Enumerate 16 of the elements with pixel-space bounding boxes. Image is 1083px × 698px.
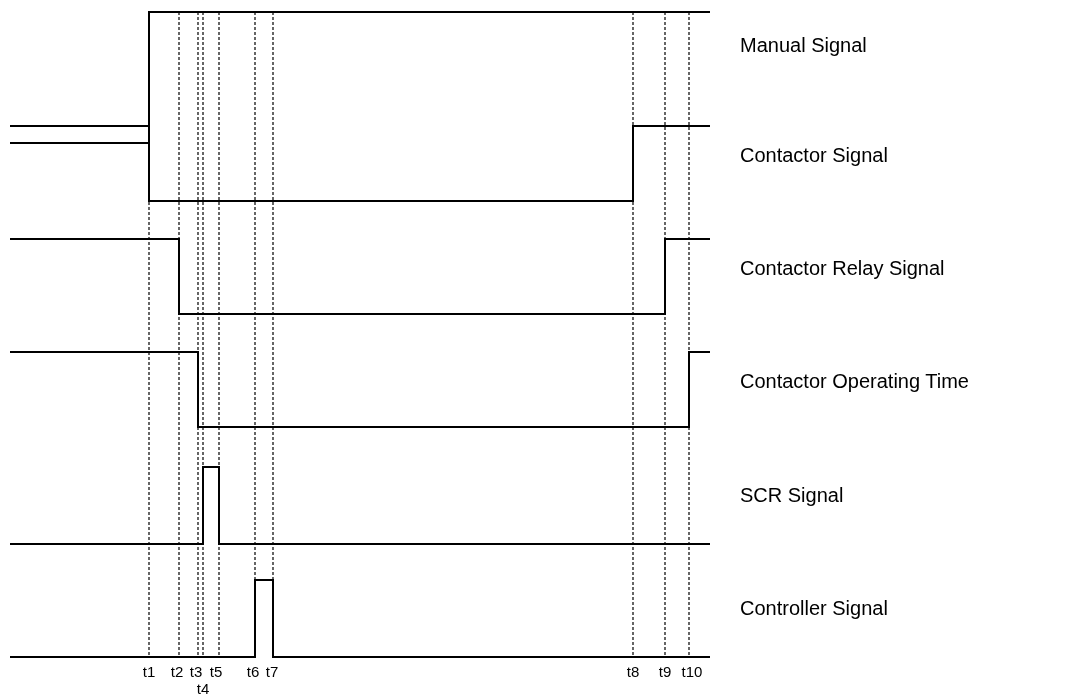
time-label: t10 xyxy=(681,664,703,679)
time-label: t2 xyxy=(170,664,184,679)
signal-name: Contactor Operating Time xyxy=(740,371,969,391)
signal-name: Controller Signal xyxy=(740,598,888,618)
time-label: t5 xyxy=(209,664,223,679)
time-label: t6 xyxy=(246,664,260,679)
time-label: t7 xyxy=(265,664,279,679)
time-label: t4 xyxy=(196,681,210,696)
time-label: t1 xyxy=(142,664,156,679)
time-label: t8 xyxy=(626,664,640,679)
time-label: t3 xyxy=(189,664,203,679)
signal-name: Contactor Signal xyxy=(740,145,888,165)
signal-name: Contactor Relay Signal xyxy=(740,258,945,278)
signal-name: Manual Signal xyxy=(740,35,867,55)
time-label: t9 xyxy=(658,664,672,679)
signal-name: SCR Signal xyxy=(740,485,844,505)
